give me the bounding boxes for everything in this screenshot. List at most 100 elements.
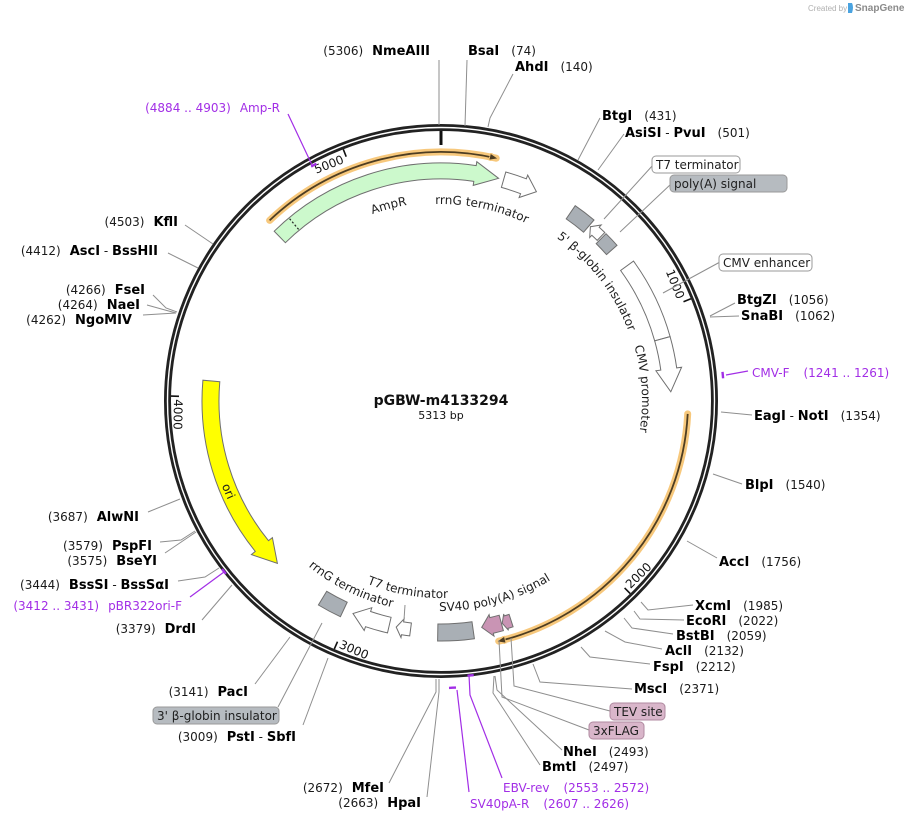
enzyme-position: (1540) (786, 478, 826, 492)
enzyme-label-paci[interactable]: (3141)PacI (169, 685, 248, 700)
leader-ahdi (487, 73, 514, 128)
enzyme-label-alwni[interactable]: (3687)AlwNI (48, 510, 139, 525)
label-ampr[interactable]: AmpR (369, 194, 408, 217)
enzyme-label-fspi[interactable]: FspI(2212) (653, 660, 736, 675)
enzyme-label-bsssi-bsssai[interactable]: (3444)BssSI - BssSαI (20, 578, 169, 593)
feature-rrng-terminator-bottom[interactable] (352, 606, 392, 634)
callout-t7-terminator[interactable]: T7 terminator (651, 155, 741, 174)
callout-tev-site[interactable]: TEV site (609, 702, 666, 721)
feature-beta-globin-insulator-3[interactable] (317, 590, 348, 618)
enzyme-leaders (142, 59, 753, 798)
leader-alwni (147, 498, 181, 513)
map-title: pGBW-m4133294 5313 bp (374, 393, 509, 422)
label-sv40-polya[interactable]: SV40 poly(A) signal (439, 571, 552, 614)
enzyme-label-bmti[interactable]: BmtI(2497) (542, 760, 628, 775)
callout-box (588, 721, 645, 740)
feature-3xflag[interactable] (481, 613, 505, 638)
enzyme-name: DrdI (165, 622, 196, 637)
primer-mark-pbr322ori-f[interactable] (221, 568, 227, 575)
leader-bsai (464, 59, 468, 127)
leader-bstbi (623, 617, 674, 635)
enzyme-label-bstbi[interactable]: BstBI(2059) (676, 629, 767, 644)
enzyme-label-acci[interactable]: AccI(1756) (719, 555, 801, 570)
enzyme-name: AscI (70, 244, 100, 259)
feature-beta-globin-insulator-5[interactable] (565, 205, 595, 233)
primer-label-amp-r[interactable]: (4884 .. 4903)Amp-R (145, 101, 280, 115)
feature-ampr[interactable] (273, 160, 500, 244)
enzyme-label-ecori[interactable]: EcoRI(2022) (686, 614, 778, 629)
label-rrng-terminator-top[interactable]: rrnG terminator (435, 193, 531, 226)
enzyme-label-blpi[interactable]: BlpI(1540) (745, 478, 825, 493)
primer-label-ebv-rev[interactable]: EBV-rev(2553 .. 2572) (503, 781, 649, 795)
leader-bsssi (177, 567, 220, 582)
primer-label-cmv-f[interactable]: CMV-F(1241 .. 1261) (752, 366, 889, 380)
primer-mark-cmv-f[interactable] (721, 371, 725, 379)
orf-right[interactable] (495, 410, 692, 645)
enzyme-label-acli[interactable]: AclI(2132) (665, 644, 744, 659)
enzyme-label-asisi-pvui[interactable]: AsiSI - PvuI(501) (625, 126, 750, 141)
enzyme-label-msci[interactable]: MscI(2371) (634, 682, 719, 697)
beta-globin-3-callout-leader (277, 622, 323, 708)
orf-top[interactable] (266, 148, 497, 224)
enzyme-label-btgi[interactable]: BtgI(431) (602, 109, 677, 124)
ampr-promoter-divider (289, 218, 300, 230)
callout-polya-signal[interactable]: poly(A) signal (669, 174, 788, 193)
leader-xcmi (640, 601, 694, 611)
enzyme-label-nhei[interactable]: NheI(2493) (563, 745, 649, 760)
primer-label-sv40pa-r[interactable]: SV40pA-R(2607 .. 2626) (470, 797, 629, 811)
primer-mark-ebv-rev[interactable] (467, 673, 474, 677)
enzyme-label-fsei[interactable]: (4266)FseI (66, 283, 145, 298)
enzyme-label-asci-bsshii[interactable]: (4412)AscI - BssHII (21, 244, 158, 259)
feature-rrng-terminator-top[interactable] (500, 171, 538, 199)
enzyme-label-ngomiv[interactable]: (4262)NgoMIV (26, 313, 132, 328)
label-ori[interactable]: ori (219, 481, 238, 501)
enzyme-label-drdi[interactable]: (3379)DrdI (116, 622, 196, 637)
feature-tev-site[interactable] (501, 613, 514, 631)
feature-t7-terminator-bottom[interactable] (395, 617, 412, 640)
feature-cmv-promoter[interactable] (654, 335, 683, 393)
plasmid-size: 5313 bp (418, 409, 463, 422)
enzyme-label-pspfi[interactable]: (3579)PspFI (63, 539, 152, 554)
enzyme-label-eagi-noti[interactable]: EagI - NotI(1354) (754, 409, 881, 424)
enzyme-name: BsaI (468, 44, 499, 59)
leader-bmti (492, 675, 541, 766)
enzyme-label-bsai[interactable]: BsaI(74) (468, 44, 536, 59)
orf-right-highlight (495, 410, 692, 645)
enzyme-label-btgzi[interactable]: BtgZI(1056) (737, 293, 829, 308)
feature-t7-terminator-top[interactable] (589, 224, 606, 242)
callout-beta-globin-3-text: 3' β-globin insulator (157, 709, 277, 723)
enzyme-label-ahdi[interactable]: AhdI(140) (515, 60, 593, 75)
enzyme-label-xcmi[interactable]: XcmI(1985) (695, 599, 783, 614)
leader-acci (686, 540, 718, 559)
callout-beta-globin-3[interactable]: 3' β-globin insulator (152, 706, 280, 725)
label-cmv-promoter[interactable]: CMV promoter (631, 343, 652, 433)
orf-top-line[interactable] (268, 151, 497, 222)
feature-ori[interactable] (201, 379, 279, 565)
leader-fsei (152, 294, 178, 313)
feature-sv40-polya-signal[interactable] (437, 621, 475, 642)
label-rrng-top-text: rrnG terminator (435, 193, 531, 226)
enzyme-position: (2493) (609, 745, 649, 759)
orf-right-line[interactable] (499, 413, 689, 641)
primer-label-pbr322ori-f[interactable]: (3412 .. 3431)pBR322ori-F (13, 599, 182, 613)
enzyme-separator: - (109, 578, 121, 592)
enzyme-name: BstBI (676, 629, 715, 644)
enzyme-label-snabi[interactable]: SnaBI(1062) (741, 309, 835, 324)
enzyme-position: (2497) (589, 760, 629, 774)
enzyme-label-bseyi[interactable]: (3575)BseYI (67, 554, 157, 569)
enzyme-position: (5306) (323, 44, 363, 58)
enzyme-label-hpai[interactable]: (2663)HpaI (338, 796, 421, 811)
enzyme-position: (4412) (21, 244, 61, 258)
primer-mark-amp-r[interactable] (310, 162, 317, 168)
enzyme-name: PstI (227, 730, 255, 745)
leader-blpi (712, 473, 743, 485)
callout-3xflag[interactable]: 3xFLAG (588, 721, 645, 740)
enzyme-label-psti-sbfi[interactable]: (3009)PstI - SbfI (178, 730, 296, 745)
enzyme-label-nmeaiii[interactable]: (5306)NmeAIII (323, 44, 430, 59)
feature-polya-signal[interactable] (595, 232, 618, 256)
enzyme-label-naei[interactable]: (4264)NaeI (58, 298, 140, 313)
callout-cmv-enhancer[interactable]: CMV enhancer (718, 253, 813, 272)
enzyme-label-kfli[interactable]: (4503)KflI (105, 215, 178, 230)
enzyme-label-mfei[interactable]: (2672)MfeI (303, 781, 384, 796)
enzyme-position: (431) (644, 109, 676, 123)
